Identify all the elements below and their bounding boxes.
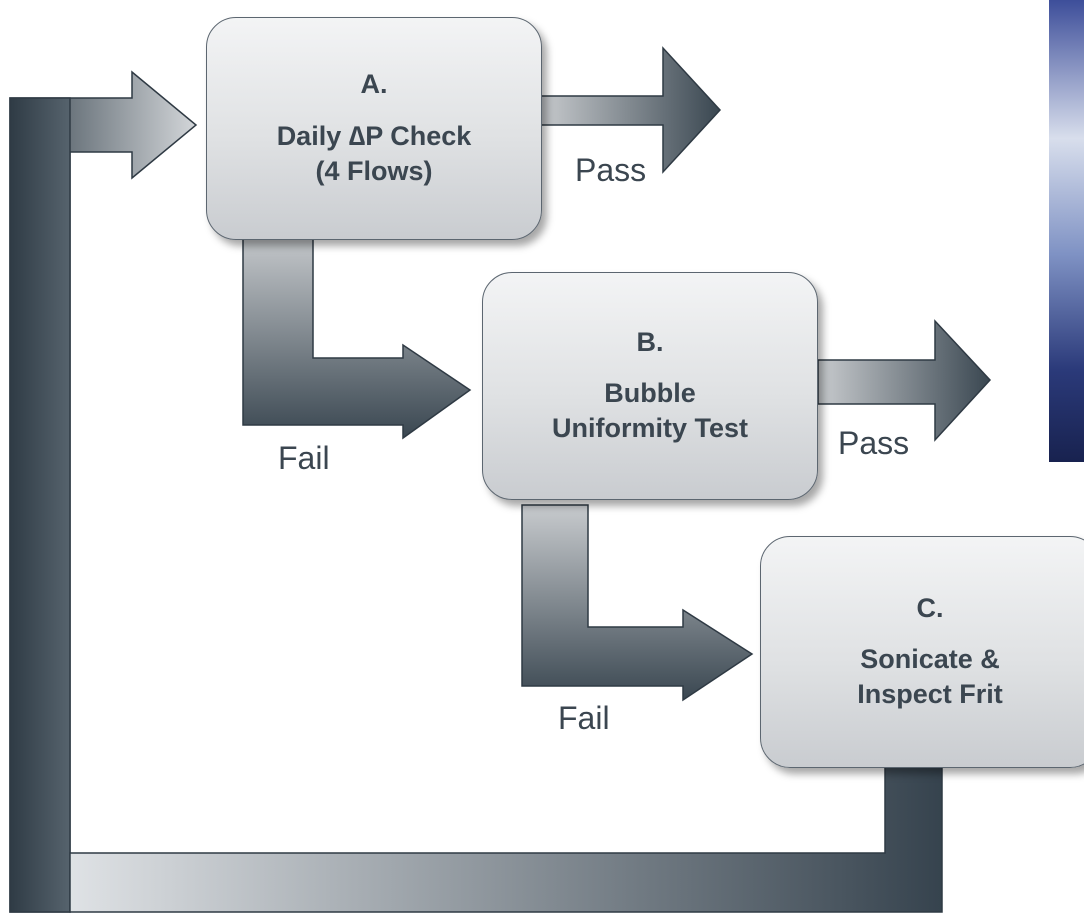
step-title-a-line2: (4 Flows): [315, 155, 433, 186]
fail-label-b: Fail: [558, 700, 610, 736]
step-title-b-line1: Bubble: [604, 378, 696, 409]
step-title-a-line1: Daily ∆P Check: [276, 120, 472, 151]
step-box-a: A. Daily ∆P Check (4 Flows): [206, 17, 542, 240]
pass-arrow-b: [817, 319, 992, 442]
loop-bottom-bar: [69, 759, 943, 913]
fail-arrow-a: [242, 231, 472, 440]
step-letter-c: C.: [916, 592, 944, 623]
step-title-c-line2: Inspect Frit: [857, 679, 1003, 710]
step-letter-a: A.: [360, 69, 388, 100]
step-title-b-line2: Uniformity Test: [551, 413, 748, 444]
pass-label-a: Pass: [575, 152, 647, 188]
step-box-c: C. Sonicate & Inspect Frit: [760, 536, 1084, 768]
step-box-b: B. Bubble Uniformity Test: [482, 272, 818, 500]
pass-arrow-a: [539, 46, 722, 174]
photo-strip: [1049, 0, 1084, 462]
fail-label-a: Fail: [278, 440, 330, 476]
loop-left-bar: [9, 97, 71, 913]
fail-arrow-b: [521, 504, 754, 702]
step-title-c-line1: Sonicate &: [860, 644, 1000, 675]
pass-label-b: Pass: [838, 425, 910, 461]
step-letter-b: B.: [636, 326, 664, 357]
